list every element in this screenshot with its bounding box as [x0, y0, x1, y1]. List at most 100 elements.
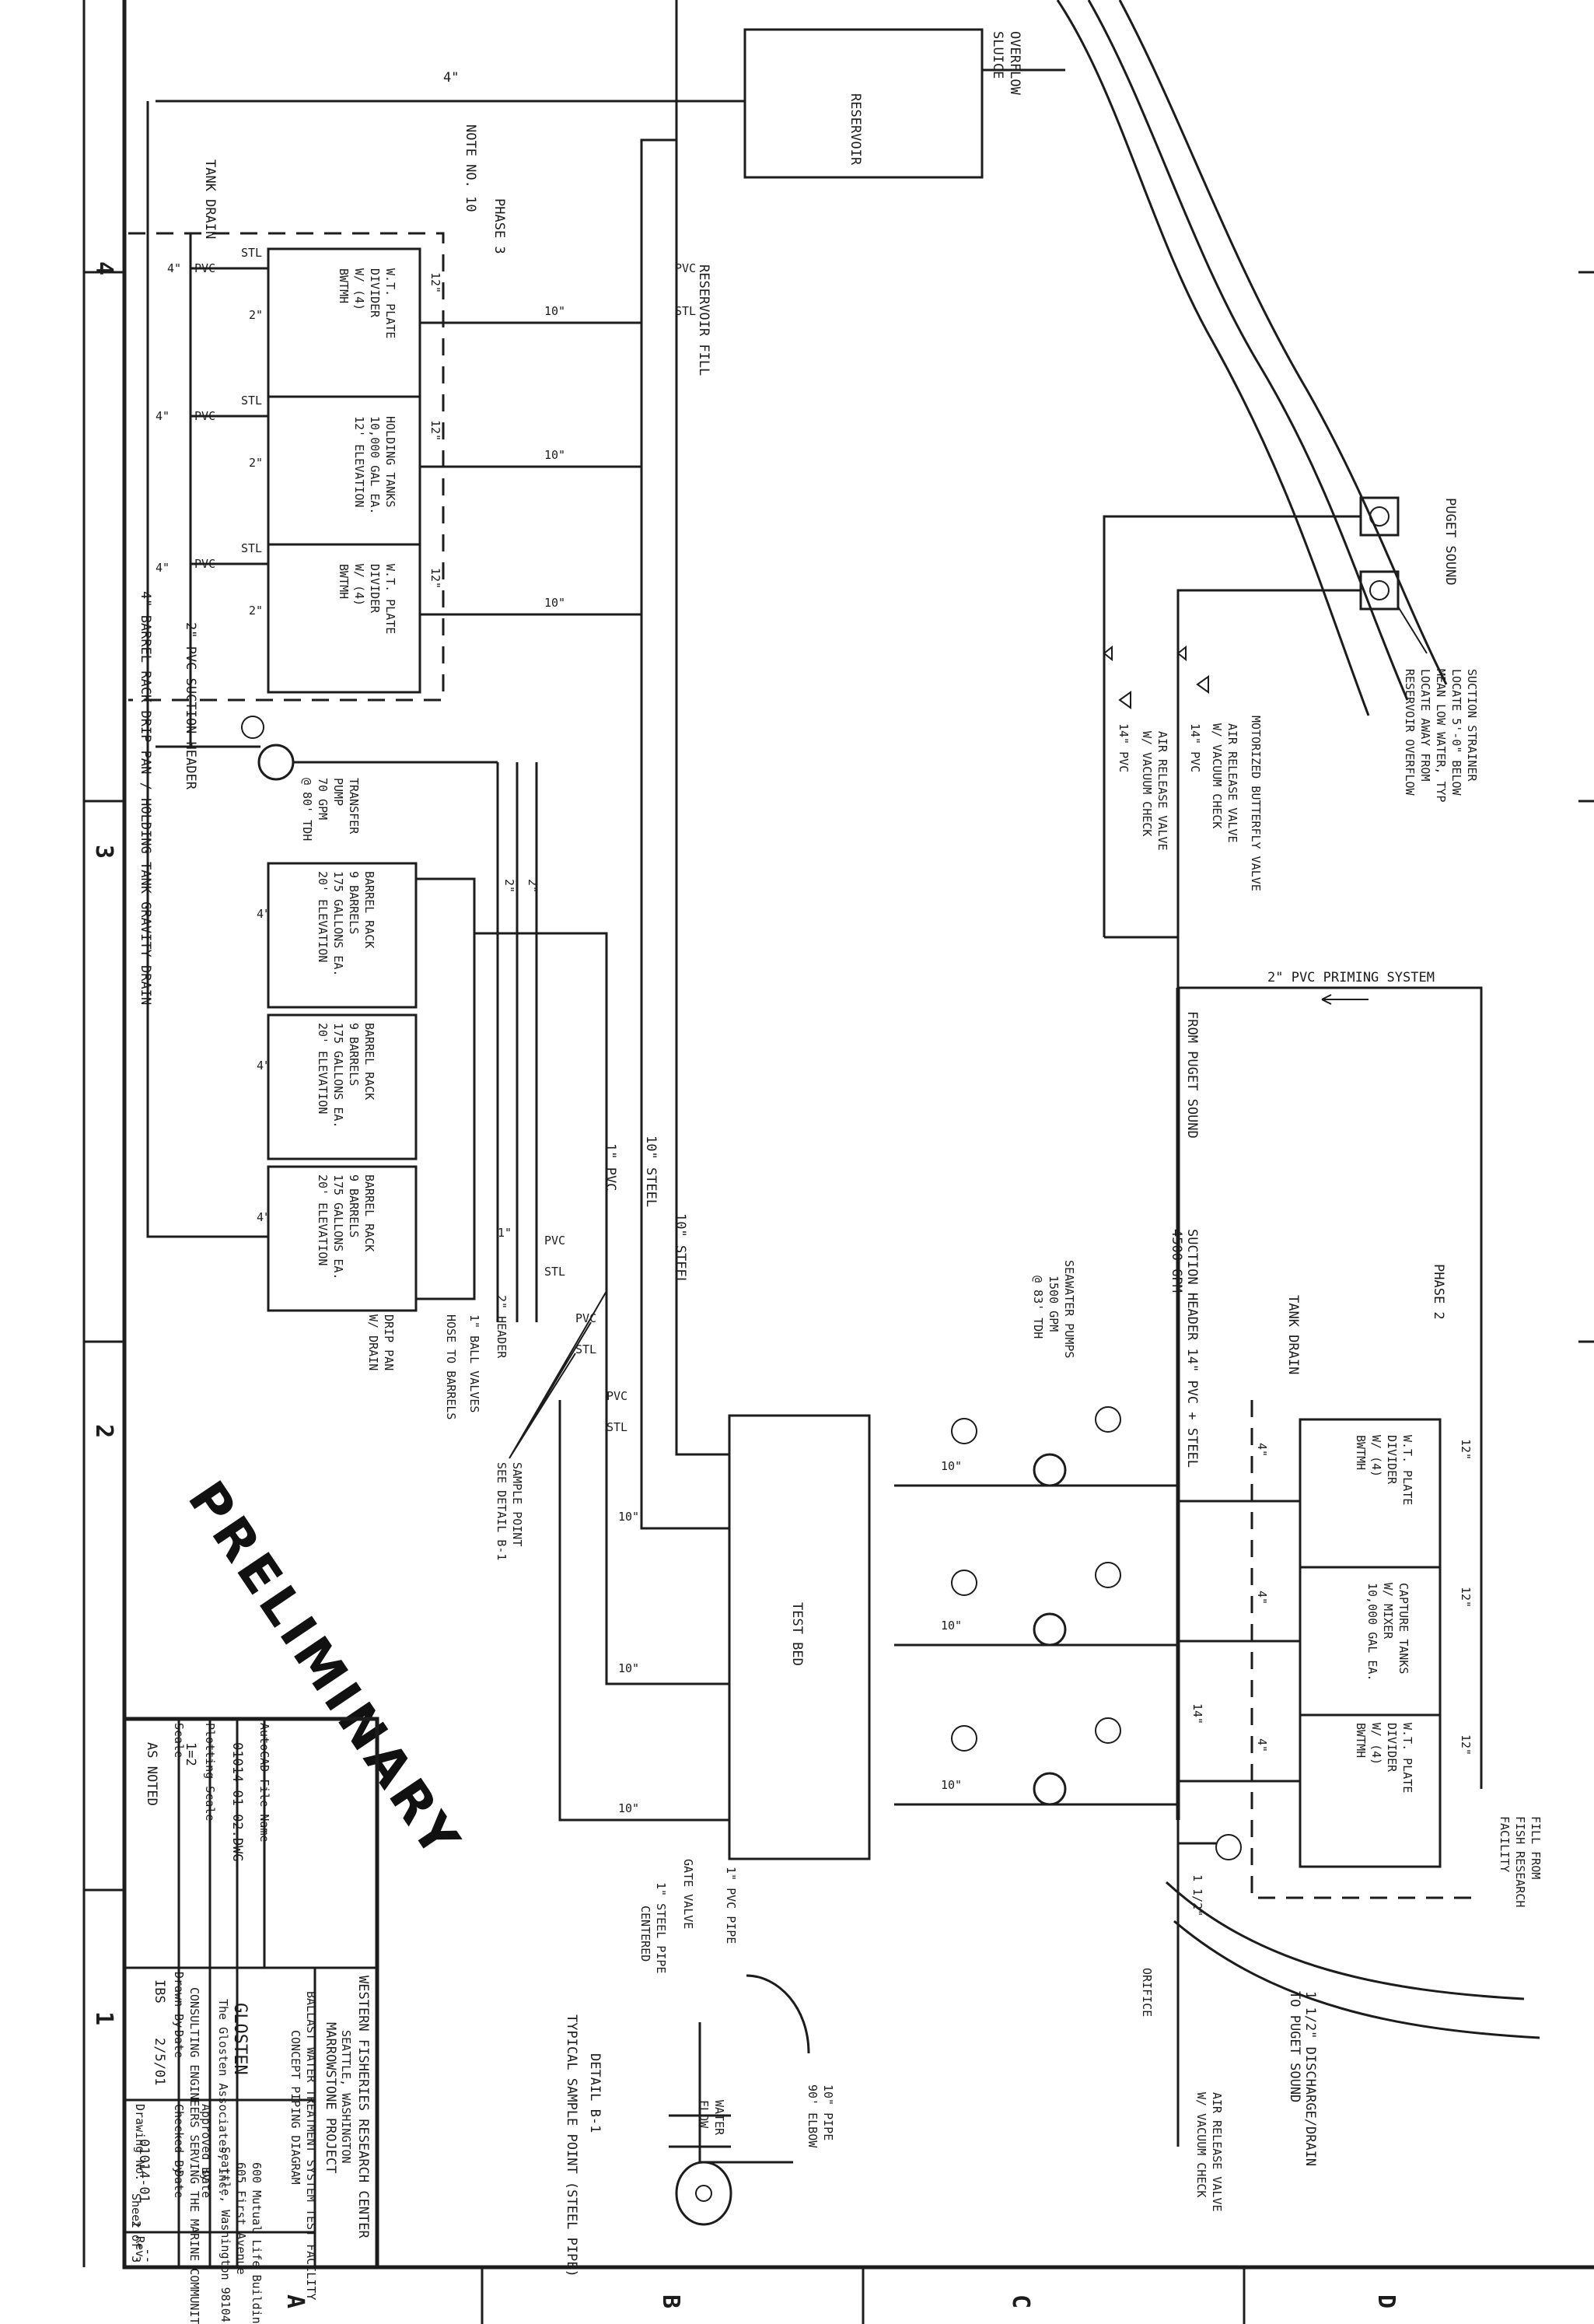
stl-label-6: STL: [575, 1342, 596, 1356]
priming-label: 2" PVC PRIMING SYSTEM: [1267, 970, 1435, 985]
puget-sound-intake: PUGET SOUND SUCTION STRAINER LOCATE 5'-0…: [1103, 496, 1479, 988]
overflow-sluice-label-2: SLUICE: [990, 31, 1005, 79]
air-release-label-4: W/ VACUUM CHECK: [1140, 731, 1154, 836]
grid-number-3: 3: [90, 845, 117, 859]
barrel-rack-1-d: 20' ELEVATION: [316, 871, 330, 962]
air-release-label-2: W/ VACUUM CHECK: [1210, 723, 1224, 828]
reservoir-fill-label: RESERVOIR FILL: [696, 264, 711, 376]
pipe-size-12-c: 12": [1459, 1734, 1473, 1755]
rev-label: Rev.: [133, 2236, 147, 2264]
holding-divider-3: W/ (4): [352, 268, 366, 310]
barrel-rack-1-b: 9 BARRELS: [347, 871, 361, 934]
strainer-note-3: MEAN LOW WATER, TYP: [1434, 669, 1448, 803]
phase-2-label: PHASE 2: [1431, 1264, 1446, 1320]
pipe-size-2-c: 2": [249, 604, 263, 618]
header-2-label: 2" HEADER: [495, 1295, 509, 1359]
transfer-pump-3: 70 GPM: [316, 778, 330, 820]
detail-b1-subtitle: TYPICAL SAMPLE POINT (STEEL PIPE): [564, 2014, 579, 2277]
seawater-pumps-1: SEAWATER PUMPS: [1062, 1260, 1076, 1358]
drip-pan-2: W/ DRAIN: [366, 1314, 380, 1370]
pipe-size-10-c: 10": [941, 1778, 962, 1792]
orifice-label: ORIFICE: [1140, 1968, 1154, 2017]
test-bed-label: TEST BED: [789, 1602, 805, 1666]
pvc-label-4: PVC: [675, 261, 696, 275]
drawing-no-label: Drawing No.: [133, 2104, 147, 2181]
capture-divider-5: W.T. PLATE: [1400, 1723, 1414, 1793]
company-tag: CONSULTING ENGINEERS SERVING THE MARINE …: [187, 1987, 201, 2324]
detail-flow: FLOW: [697, 2100, 711, 2129]
barrel-rack-2-b: 9 BARRELS: [347, 1023, 361, 1086]
test-bed: TEST BED: [728, 1414, 871, 1860]
strainer-note-2: LOCATE 5'-0" BELOW: [1449, 669, 1463, 796]
barrel-rack-3-b: 9 BARRELS: [347, 1174, 361, 1237]
holding-tanks-1: HOLDING TANKS: [383, 416, 397, 507]
detail-b1-title: DETAIL B-1: [587, 2053, 603, 2133]
seawater-pumps-2: 1500 GPM: [1047, 1276, 1061, 1332]
capture-tanks: W.T. PLATE DIVIDER W/ (4) BWTMH CAPTURE …: [1178, 1264, 1543, 1907]
pipe-size-2-e: 2": [502, 879, 516, 893]
tank-drain-label-2: TANK DRAIN: [202, 159, 218, 239]
drawn-by: IBS: [152, 1979, 167, 2004]
steel-10-label-1: 10" STEEL: [673, 1213, 688, 1285]
pipe-size-4-a: 4": [1255, 1443, 1269, 1457]
fill-from-2: FISH RESEARCH: [1513, 1816, 1527, 1907]
pipe-size-2-b: 2": [249, 456, 263, 470]
project-name: MARROWSTONE PROJECT: [323, 2022, 338, 2173]
pvc-label-2: PVC: [194, 409, 215, 423]
date-label: Date: [172, 2030, 186, 2058]
ball-valves-label: 1" BALL VALVES: [467, 1314, 481, 1412]
date-value: 2/5/01: [152, 2038, 167, 2085]
pvc-suction-header-label: 2" PVC SUCTION HEADER: [183, 622, 198, 790]
rev-value: --: [140, 2248, 156, 2263]
grid-letter-b: B: [657, 2294, 684, 2308]
company-full: The Glosten Associates, Inc.: [216, 1999, 230, 2196]
drawing-border: [82, 0, 1594, 2324]
pipe-size-4-d: 4": [167, 261, 181, 275]
holding-tanks-2: 10,000 GAL EA.: [368, 416, 382, 514]
suction-header: FROM PUGET SOUND SUCTION HEADER 14" PVC …: [1169, 988, 1242, 1916]
pipe-size-10-a: 10": [941, 1459, 962, 1473]
barrel-rack-2-c: 175 GALLONS EA.: [331, 1023, 345, 1128]
capture-divider-8: BWTMH: [1354, 1723, 1368, 1758]
stl-label-1: STL: [241, 246, 262, 260]
pipe-size-1-1-2: 1 1/2": [1190, 1874, 1204, 1916]
suction-header-label: SUCTION HEADER 14" PVC + STEEL: [1184, 1229, 1200, 1468]
pvc-label-1: PVC: [194, 261, 215, 275]
plot-scale: 1=2: [183, 1742, 198, 1766]
org-name: WESTERN FISHERIES RESEARCH CENTER: [355, 1976, 371, 2239]
scale-value: AS NOTED: [144, 1742, 159, 1806]
barrel-rack-3-d: 20' ELEVATION: [316, 1174, 330, 1265]
address-3: Seattle, Washington 98104-2224: [218, 2147, 232, 2324]
pvc-1-label-1: 1" PVC: [603, 1143, 618, 1191]
drip-pan-drain-label: 4" BARREL RACK DRIP PAN / HOLDING TANK G…: [138, 591, 153, 1005]
transfer-pump-2: PUMP: [331, 778, 345, 806]
sample-point-2: SEE DETAIL B-1: [495, 1462, 509, 1560]
grid-letter-a: A: [281, 2294, 309, 2308]
holding-divider-4: BWTMH: [337, 268, 351, 303]
plotting-label: Plotting Scale: [203, 1723, 217, 1821]
steel-mains: 10" STEEL 10" STEEL 1" PVC RESERVOIR FIL…: [558, 0, 746, 1822]
preliminary-stamp: PRELIMINARY: [177, 1471, 474, 1871]
stl-label-2: STL: [241, 394, 262, 408]
stl-label-5: STL: [544, 1265, 565, 1279]
barrel-rack-3-a: BARREL RACK: [362, 1174, 376, 1251]
pipe-size-10-e: 10": [618, 1661, 639, 1675]
approved-label: Approved By: [199, 2104, 213, 2181]
steel-10-label-2: 10" STEEL: [643, 1136, 659, 1207]
pipe-size-12-e: 12": [428, 420, 442, 441]
pvc-14-label-1: 14" PVC: [1188, 723, 1202, 772]
pvc-label-5: PVC: [544, 1234, 565, 1248]
sample-point-1: SAMPLE POINT: [510, 1462, 524, 1546]
transfer-pump-4: @ 80' TDH: [300, 778, 314, 841]
strainer-note-4: LOCATE AWAY FROM: [1418, 669, 1432, 782]
detail-water: WATER: [712, 2100, 726, 2136]
barrel-rack-1-c: 175 GALLONS EA.: [331, 871, 345, 976]
pipe-size-4-g: 4": [257, 907, 271, 921]
barrel-rack-3-c: 175 GALLONS EA.: [331, 1174, 345, 1279]
detail-1-pvc: 1" PVC PIPE: [724, 1867, 738, 1944]
barrel-racks: BARREL RACK 9 BARRELS 175 GALLONS EA. 20…: [257, 762, 627, 1560]
pipe-size-10-b: 10": [941, 1619, 962, 1633]
drawing-title: CONCEPT PIPING DIAGRAM: [288, 2030, 302, 2185]
holding-tanks-3: 12' ELEVATION: [352, 416, 366, 507]
